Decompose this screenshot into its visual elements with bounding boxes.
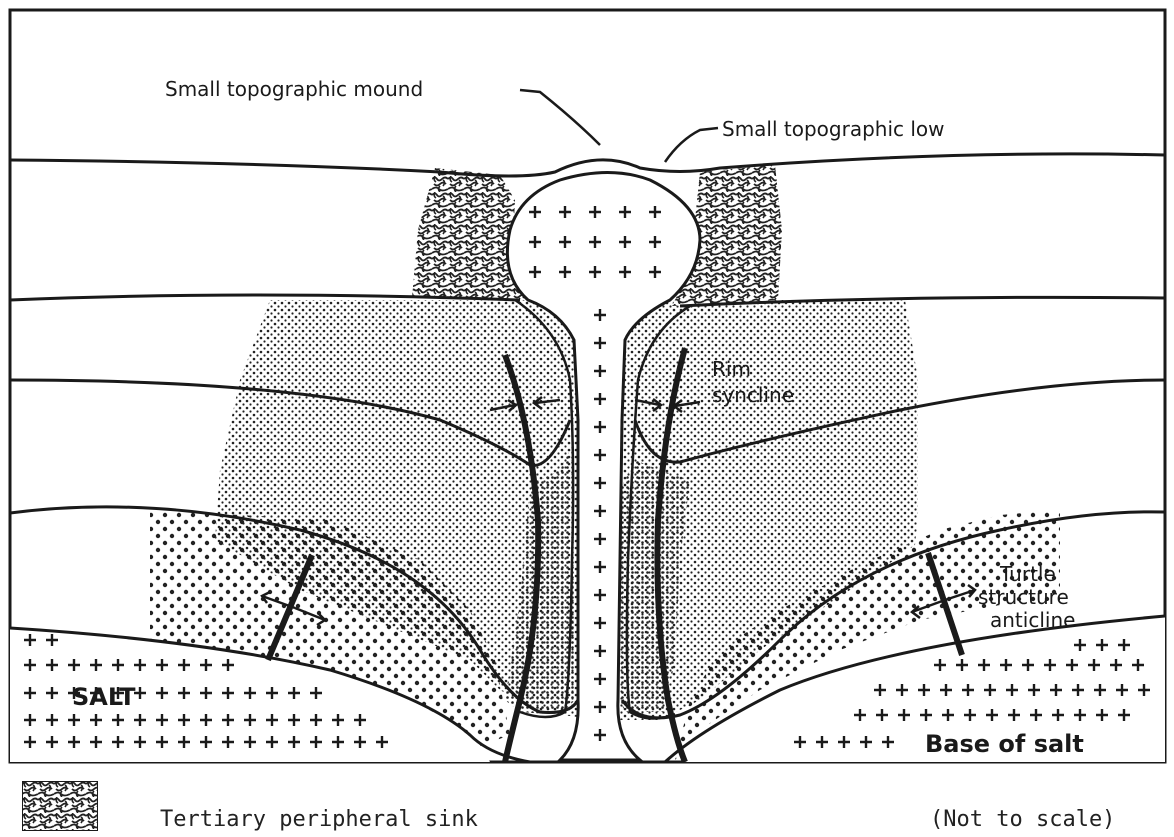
low-label: Small topographic low <box>722 117 945 141</box>
stipple-swatch-icon <box>22 781 98 831</box>
salt-label: SALT <box>72 683 136 711</box>
turtle-label-line1: Turtle <box>999 562 1056 586</box>
mound-label: Small topographic mound <box>165 77 423 101</box>
turtle-label-line3: anticline <box>990 608 1075 632</box>
scale-note: (Not to scale) <box>930 807 1115 832</box>
base-of-salt-label: Base of salt <box>925 730 1084 758</box>
rim-label-line2: syncline <box>712 383 794 407</box>
turtle-label-line2: structure <box>978 585 1069 609</box>
rim-label-line1: Rim <box>712 357 751 381</box>
legend-text: Tertiary peripheral sink <box>160 807 478 832</box>
